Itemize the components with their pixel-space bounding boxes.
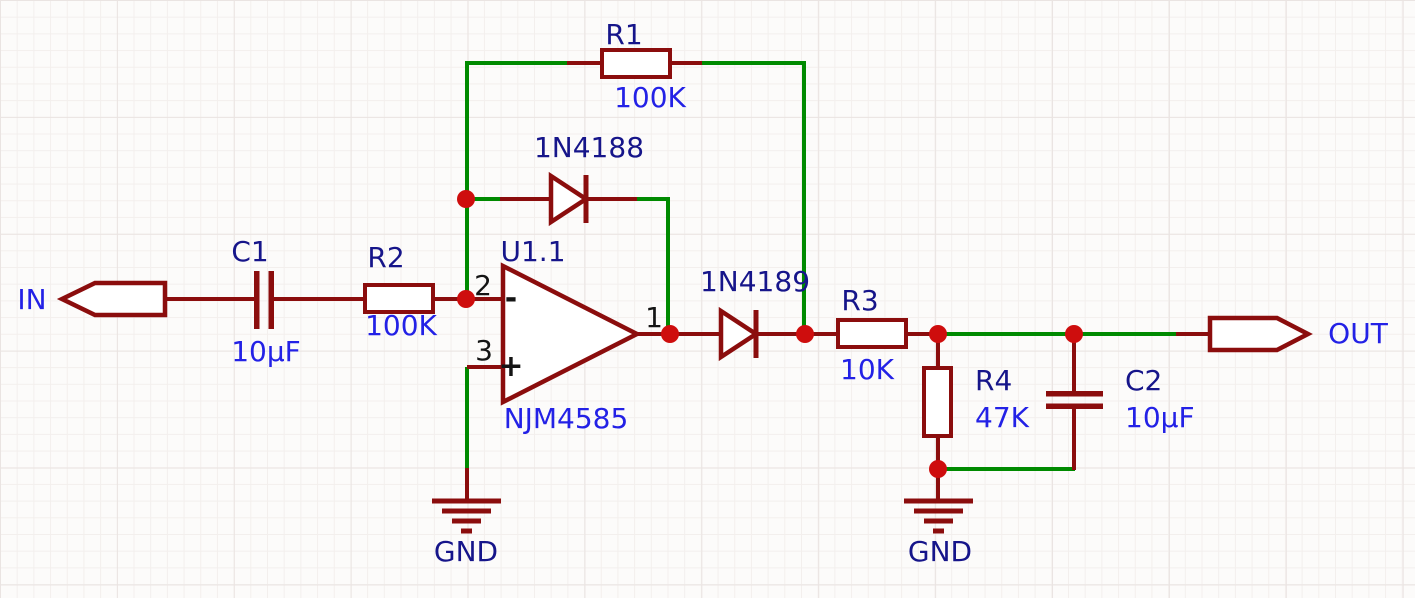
r4-value-label[interactable]: 47K: [975, 401, 1029, 434]
diode-d1-body[interactable]: [548, 171, 591, 227]
capacitor-plate: [1046, 403, 1103, 409]
u1-pin2-number: 2: [474, 269, 492, 302]
diode-anode-triangle: [548, 171, 591, 227]
u1-value-label[interactable]: NJM4585: [503, 402, 629, 435]
capacitor-c2-body[interactable]: [1046, 391, 1103, 409]
r1-ref-label[interactable]: R1: [605, 18, 643, 51]
c1-value-label[interactable]: 10µF: [231, 335, 301, 368]
u1-pin1-number: 1: [645, 301, 663, 334]
r3-ref-label[interactable]: R3: [841, 284, 879, 317]
r2-value-label[interactable]: 100K: [365, 309, 437, 342]
component-leads: [163, 61, 1212, 501]
gnd-symbol-right[interactable]: [904, 498, 973, 534]
r1-value-label[interactable]: 100K: [614, 81, 686, 114]
c1-ref-label[interactable]: C1: [231, 235, 269, 268]
wires: [193, 61, 1178, 471]
u1-minus-sign: -: [504, 281, 518, 316]
u1-plus-sign: +: [498, 349, 524, 384]
r4-ref-label[interactable]: R4: [975, 364, 1013, 397]
junction-dot: [929, 460, 947, 478]
resistor-r3-body[interactable]: [836, 318, 908, 349]
junction-dot: [457, 290, 475, 308]
u1-pin3-number: 3: [475, 334, 493, 367]
resistor-r4-body[interactable]: [922, 366, 953, 438]
diode-d2-body[interactable]: [718, 306, 761, 362]
in-port-symbol[interactable]: [56, 280, 168, 318]
r3-value-label[interactable]: 10K: [840, 353, 894, 386]
out-port-label[interactable]: OUT: [1328, 317, 1388, 350]
d2-value-label[interactable]: 1N4189: [699, 265, 811, 298]
junction-dot: [796, 325, 814, 343]
u1-ref-label[interactable]: U1.1: [500, 235, 566, 268]
r2-ref-label[interactable]: R2: [367, 241, 405, 274]
out-port-symbol[interactable]: [1207, 315, 1313, 353]
capacitor-plate: [268, 271, 274, 329]
junction-dot: [457, 190, 475, 208]
diode-anode-triangle: [718, 306, 761, 362]
capacitor-c1-body[interactable]: [254, 271, 274, 329]
capacitor-plate: [1046, 391, 1103, 397]
d1-value-label[interactable]: 1N4188: [533, 131, 645, 164]
in-port-label[interactable]: IN: [17, 283, 47, 316]
c2-ref-label[interactable]: C2: [1125, 364, 1163, 397]
gnd-symbol-left[interactable]: [432, 498, 501, 534]
capacitor-plate: [254, 271, 260, 329]
gnd-right-label[interactable]: GND: [907, 535, 973, 568]
resistor-r2-body[interactable]: [363, 283, 435, 314]
opamp-u1-triangle[interactable]: [500, 262, 642, 406]
c2-value-label[interactable]: 10µF: [1125, 401, 1195, 434]
junction-dot: [929, 325, 947, 343]
gnd-left-label[interactable]: GND: [433, 535, 499, 568]
junction-dot: [1065, 325, 1083, 343]
resistor-r1-body[interactable]: [600, 48, 672, 79]
junction-dot: [661, 325, 679, 343]
